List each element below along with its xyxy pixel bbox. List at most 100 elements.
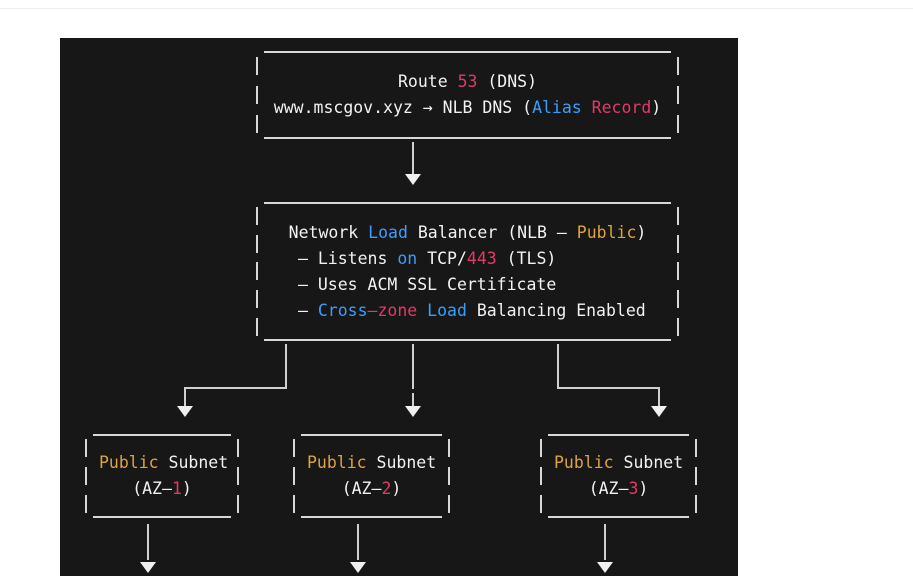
- route53-line-1-token-1: Alias: [532, 98, 582, 117]
- subnet-az1-line-1-token-1: 1: [171, 479, 182, 498]
- nlb-line-2: – Uses ACM SSL Certificate: [270, 272, 665, 298]
- connector-nlb-to-az2-drop: [412, 393, 414, 406]
- nlb-line-1-token-0: – Listens: [298, 248, 398, 268]
- nlb-line-3-token-4: [417, 301, 427, 320]
- route53-line-0: Route 53 (DNS): [270, 69, 665, 95]
- subnet-az3-line-1-token-2: ): [638, 479, 649, 498]
- nlb-line-0-token-2: Balancer (NLB –: [407, 222, 577, 242]
- box-edge-right: [448, 434, 450, 518]
- connector-az3-downstream-line: [604, 524, 606, 560]
- nlb-line-1-token-1: on: [397, 248, 418, 268]
- box-edge-left: [293, 434, 295, 518]
- route53-line-1-token-4: ): [651, 98, 662, 117]
- connector-route53-to-nlb-line: [412, 142, 414, 174]
- ascii-diagram-codeblock: Route 53 (DNS)www.mscgov.xyz → NLB DNS (…: [60, 38, 738, 576]
- subnet-az3-line-1: (AZ–3): [554, 476, 683, 502]
- node-nlb-text: Network Load Balancer (NLB – Public) – Li…: [270, 202, 665, 341]
- nlb-line-0-token-1: Load: [368, 222, 408, 242]
- route53-line-1-token-2: [582, 98, 592, 117]
- subnet-az1-line-0-token-0: Public: [99, 453, 159, 472]
- node-public-subnet-az1-box: Public Subnet(AZ–1): [85, 434, 239, 518]
- box-edge-right: [237, 434, 239, 518]
- subnet-az2-line-1: (AZ–2): [307, 476, 436, 502]
- nlb-line-3: – Cross–zone Load Balancing Enabled: [270, 298, 665, 324]
- box-edge-bottom: [93, 516, 231, 518]
- route53-line-0-token-0: Route: [397, 72, 458, 91]
- connector-nlb-to-az1-elbow: [184, 387, 287, 389]
- box-edge-top: [548, 434, 689, 436]
- route53-line-1-token-0: www.mscgov.xyz → NLB DNS (: [273, 98, 533, 117]
- connector-az1-downstream-arrow: [140, 562, 156, 573]
- subnet-az3-line-1-token-0: (AZ–: [588, 479, 629, 498]
- nlb-line-3-token-0: –: [298, 300, 318, 320]
- connector-az3-downstream-arrow: [597, 562, 613, 573]
- box-edge-bottom: [301, 516, 442, 518]
- subnet-az2-line-1-token-0: (AZ–: [341, 479, 382, 498]
- route53-line-1: www.mscgov.xyz → NLB DNS (Alias Record): [270, 95, 665, 121]
- node-public-subnet-az2-text: Public Subnet(AZ–2): [307, 434, 436, 518]
- subnet-az1-line-1-token-0: (AZ–: [132, 479, 172, 498]
- subnet-az3-line-0: Public Subnet: [554, 450, 683, 476]
- nlb-line-0-token-3: Public: [576, 222, 637, 242]
- connector-az2-downstream-arrow: [350, 562, 366, 573]
- subnet-az3-line-1-token-1: 3: [628, 479, 639, 498]
- subnet-az2-line-0-token-0: Public: [307, 453, 367, 472]
- nlb-line-0-token-0: Network: [288, 222, 369, 242]
- nlb-line-1-token-2: TCP/: [417, 248, 467, 268]
- nlb-line-0-token-4: ): [636, 222, 647, 242]
- connector-nlb-to-az2-arrow: [405, 406, 421, 417]
- box-edge-right: [695, 434, 697, 518]
- nlb-line-3-token-3: zone: [377, 300, 418, 320]
- box-edge-top: [301, 434, 442, 436]
- subnet-az2-line-1-token-2: ): [391, 479, 402, 498]
- nlb-line-2-token-0: – Uses ACM SSL Certificate: [298, 274, 557, 294]
- nlb-line-1-token-4: (TLS): [496, 248, 557, 268]
- box-edge-top: [93, 434, 231, 436]
- subnet-az1-line-0: Public Subnet: [99, 450, 228, 476]
- connector-nlb-to-az3-arrow: [651, 406, 667, 417]
- nlb-line-1: – Listens on TCP/443 (TLS): [270, 246, 665, 272]
- connector-nlb-to-az3-stem: [557, 344, 559, 389]
- node-public-subnet-az3-box: Public Subnet(AZ–3): [540, 434, 697, 518]
- node-route53-text: Route 53 (DNS)www.mscgov.xyz → NLB DNS (…: [270, 51, 665, 139]
- connector-nlb-to-az1-drop: [184, 387, 186, 406]
- nlb-line-3-token-5: Load: [427, 300, 467, 320]
- box-edge-left: [540, 434, 542, 518]
- node-public-subnet-az3-text: Public Subnet(AZ–3): [554, 434, 683, 518]
- connector-nlb-to-az2-stem: [412, 344, 414, 389]
- connector-nlb-to-az3-drop: [658, 387, 660, 406]
- subnet-az1-line-1-token-2: ): [181, 479, 192, 498]
- subnet-az2-line-0: Public Subnet: [307, 450, 436, 476]
- box-edge-top: [264, 202, 671, 204]
- subnet-az1-line-0-token-1: Subnet: [158, 453, 229, 472]
- box-edge-bottom: [264, 339, 671, 341]
- node-nlb-box: Network Load Balancer (NLB – Public) – Li…: [256, 202, 679, 341]
- subnet-az3-line-0-token-1: Subnet: [613, 453, 684, 472]
- subnet-az3-line-0-token-0: Public: [554, 453, 614, 472]
- box-edge-bottom: [264, 137, 671, 139]
- box-edge-right: [677, 51, 679, 139]
- nlb-line-3-token-2: –: [367, 300, 378, 320]
- connector-nlb-to-az1-stem: [285, 344, 287, 389]
- diagram-canvas: Route 53 (DNS)www.mscgov.xyz → NLB DNS (…: [60, 38, 738, 576]
- subnet-az1-line-1: (AZ–1): [99, 476, 225, 502]
- node-route53-box: Route 53 (DNS)www.mscgov.xyz → NLB DNS (…: [256, 51, 679, 139]
- connector-az1-downstream-line: [147, 524, 149, 560]
- connector-az2-downstream-line: [357, 524, 359, 560]
- box-edge-left: [85, 434, 87, 518]
- route53-line-0-token-1: 53: [457, 72, 478, 91]
- connector-nlb-to-az3-elbow: [557, 387, 660, 389]
- route53-line-1-token-3: Record: [591, 98, 652, 117]
- subnet-az2-line-1-token-1: 2: [381, 479, 392, 498]
- connector-nlb-to-az1-arrow: [177, 406, 193, 417]
- node-public-subnet-az2-box: Public Subnet(AZ–2): [293, 434, 450, 518]
- box-edge-top: [264, 51, 671, 53]
- nlb-line-3-token-6: Balancing Enabled: [466, 300, 646, 320]
- box-edge-bottom: [548, 516, 689, 518]
- connector-route53-to-nlb-arrow: [405, 174, 421, 185]
- node-public-subnet-az1-text: Public Subnet(AZ–1): [99, 434, 228, 518]
- nlb-line-3-token-1: Cross: [317, 300, 368, 320]
- subnet-az2-line-0-token-1: Subnet: [366, 453, 437, 472]
- box-edge-left: [256, 51, 258, 139]
